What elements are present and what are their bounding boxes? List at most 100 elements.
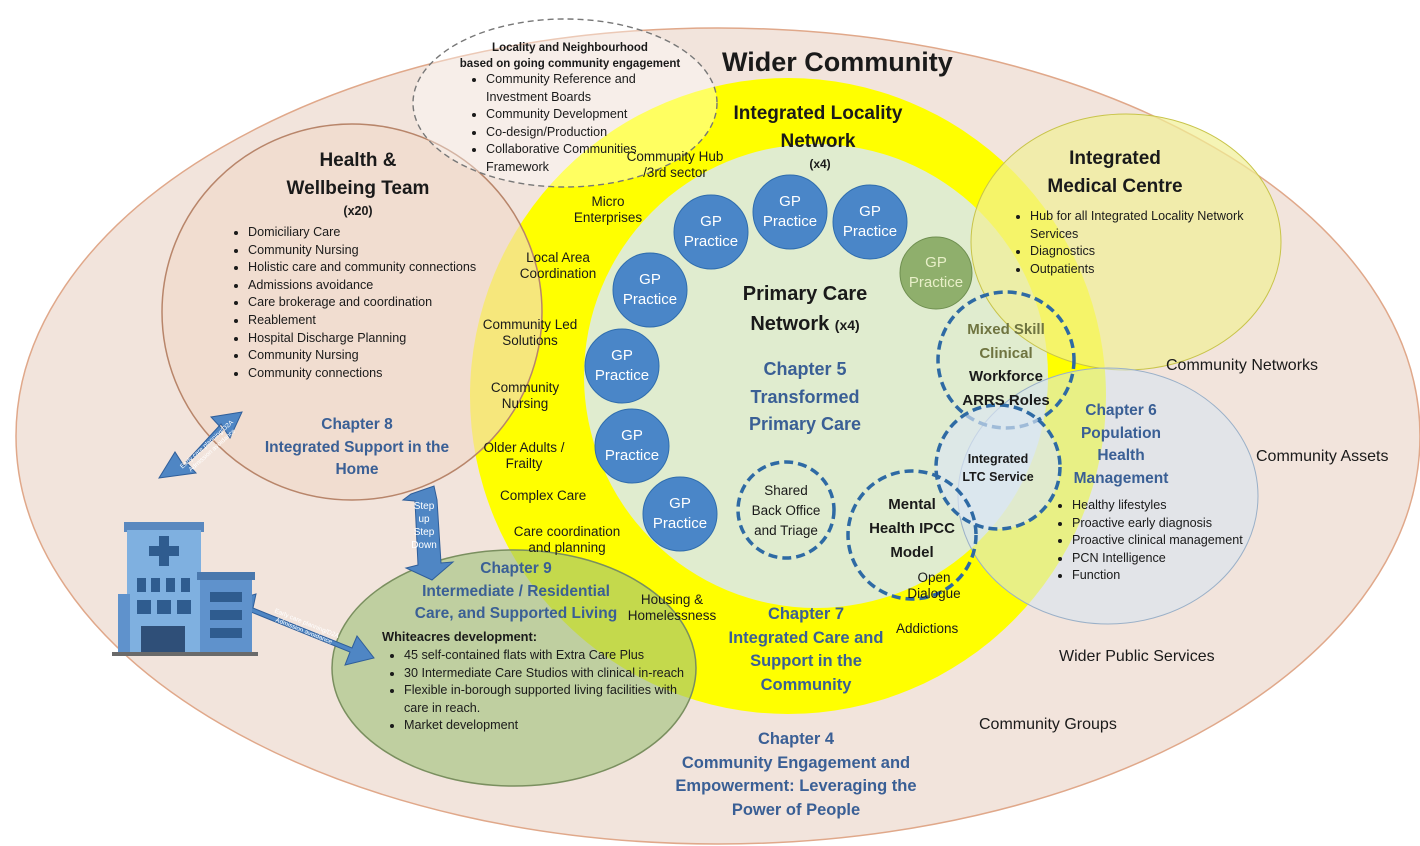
chapter-6-line: Population [1080, 424, 1162, 442]
locality-title: Locality and Neighbourhood based on goin… [440, 40, 700, 72]
gp-practice-label-line: GP [700, 213, 722, 230]
chapter-4-number: Chapter 4 [757, 730, 835, 748]
gp-practice-circle-7 [642, 476, 718, 552]
whiteacres-item: 30 Intermediate Care Studios with clinic… [404, 665, 704, 683]
mixed-skill-line: Clinical [979, 344, 1033, 362]
gp-practice-circles [584, 174, 973, 552]
mixed-skill-line: Mixed Skill [967, 321, 1045, 338]
service-community-hub: Community Hub /3rd sector [626, 149, 724, 181]
chapter-8-line: Home [335, 461, 379, 478]
chapter-7-line: Community [760, 675, 852, 694]
gp-practice-label-line: Practice [604, 447, 660, 464]
locality-item: Co-design/Production [486, 124, 686, 142]
gp-practice-label: GP Practice [896, 253, 976, 293]
chapter-7-line: Support in the [750, 652, 862, 670]
hwt-item: Domiciliary Care [248, 224, 492, 242]
chapter-7-line: Integrated Care and [728, 628, 884, 647]
population-health-item: Proactive clinical management [1072, 532, 1266, 550]
chapter-9-block: Chapter 9 Intermediate / Residential Car… [398, 558, 634, 626]
community-assets-label: Community Assets [1256, 448, 1389, 465]
hwt-item: Holistic care and community connections [248, 259, 492, 277]
gp-practice-label-line: Practice [908, 274, 964, 291]
shared-back-office-label: Shared Back Office and Triage [736, 481, 836, 541]
gp-practice-label-line: Practice [594, 367, 650, 384]
shared-back-office-circle [736, 460, 836, 560]
integrated-ltc-line: LTC Service [962, 470, 1034, 484]
step-label-line: Step [413, 501, 435, 512]
whiteacres-heading: Whiteacres development: [382, 629, 538, 644]
step-label-line: Step [413, 527, 435, 538]
gp-practice-label: GP Practice [592, 426, 672, 466]
gp-practice-circle-1 [673, 194, 749, 270]
gp-practice-label-line: GP [621, 427, 643, 444]
hwt-item: Community Nursing [248, 347, 492, 365]
gp-practice-circle-4 [612, 252, 688, 328]
hwt-title-line: Wellbeing Team [286, 178, 430, 199]
chapter-7-block: Chapter 7 Integrated Care and Support in… [716, 603, 896, 697]
gp-practice-label-line: GP [669, 495, 691, 512]
locality-title-line: based on going community engagement [459, 58, 681, 70]
hospital-icon [112, 522, 258, 656]
shared-back-office-line: Back Office [751, 503, 821, 518]
gp-practice-label-line: Practice [762, 213, 818, 230]
gp-practice-label-line: GP [859, 203, 881, 220]
mixed-skill-line: Workforce [969, 368, 1043, 385]
imc-item: Outpatients [1030, 261, 1262, 279]
gp-practice-label: GP Practice [750, 192, 830, 232]
intermediate-care-ellipse [331, 549, 697, 787]
gp-practice-label-line: GP [639, 271, 661, 288]
gp-practice-label-line: Practice [842, 223, 898, 240]
hwt-list: Domiciliary Care Community Nursing Holis… [222, 224, 492, 382]
ilnetwork-title: Integrated Locality Network [700, 100, 936, 156]
community-groups-label: Community Groups [979, 716, 1117, 733]
service-community-led-solutions: Community Led Solutions [482, 317, 578, 349]
ilnetwork-title-line: Integrated Locality [733, 103, 903, 124]
hwt-item: Community connections [248, 365, 492, 383]
mental-health-line: Model [890, 544, 934, 561]
service-housing: Housing & Homelessness [627, 592, 717, 624]
hwt-item: Admissions avoidance [248, 277, 492, 295]
locality-title-line: Locality and Neighbourhood [492, 42, 648, 54]
imc-title: Integrated Medical Centre [1020, 145, 1210, 201]
population-health-list: Healthy lifestyles Proactive early diagn… [1046, 497, 1266, 585]
chapter-5-block: Chapter 5 Transformed Primary Care [720, 356, 890, 439]
chapter-7-number: Chapter 7 [767, 605, 845, 623]
ilnetwork-title-line: Network [780, 131, 856, 152]
community-networks-label: Community Networks [1166, 357, 1319, 374]
imc-title-line: Integrated [1069, 148, 1161, 169]
chapter-8-line: Integrated Support in the [264, 438, 450, 456]
hwt-item: Hospital Discharge Planning [248, 330, 492, 348]
hwt-count: (x20) [343, 204, 373, 218]
gp-practice-label-line: GP [925, 254, 947, 271]
service-older-adults: Older Adults / Frailty [483, 440, 565, 472]
gp-practice-label-line: Practice [622, 291, 678, 308]
chapter-9-number: Chapter 9 [480, 560, 552, 577]
shared-back-office-line: Shared [764, 483, 808, 498]
service-addictions: Addictions [896, 621, 959, 636]
mixed-skill-line: ARRS Roles [962, 391, 1050, 409]
whiteacres-list: 45 self-contained flats with Extra Care … [378, 647, 704, 735]
pcn-title-line: Network (x4) [700, 309, 910, 340]
mental-health-label: Mental Health IPCC Model [862, 493, 962, 565]
imc-item: Hub for all Integrated Locality Network … [1030, 208, 1262, 243]
chapter-6-number: Chapter 6 [1085, 402, 1157, 419]
chapter-4-line: Empowerment: Leveraging the [675, 777, 917, 795]
integrated-ltc-circle [934, 403, 1062, 531]
mental-health-line: Mental [888, 496, 936, 513]
gp-practice-circle-5 [584, 328, 660, 404]
chapter-5-line: Primary Care [748, 414, 862, 434]
ilnetwork-count: (x4) [809, 157, 831, 171]
locality-neighbourhood-bubble [412, 18, 718, 188]
imc-title-line: Medical Centre [1047, 176, 1183, 197]
whiteacres-item: Flexible in-borough supported living fac… [404, 682, 704, 717]
chapter-4-line: Power of People [731, 800, 861, 819]
chapter-8-block: Chapter 8 Integrated Support in the Home [250, 414, 464, 482]
service-micro-enterprises: Micro Enterprises [573, 194, 643, 226]
chapter-5-line: Transformed [750, 386, 860, 407]
integrated-ltc-line: Integrated [967, 452, 1029, 466]
gp-practice-label-line: GP [779, 193, 801, 210]
chapter-5-number: Chapter 5 [763, 359, 847, 379]
